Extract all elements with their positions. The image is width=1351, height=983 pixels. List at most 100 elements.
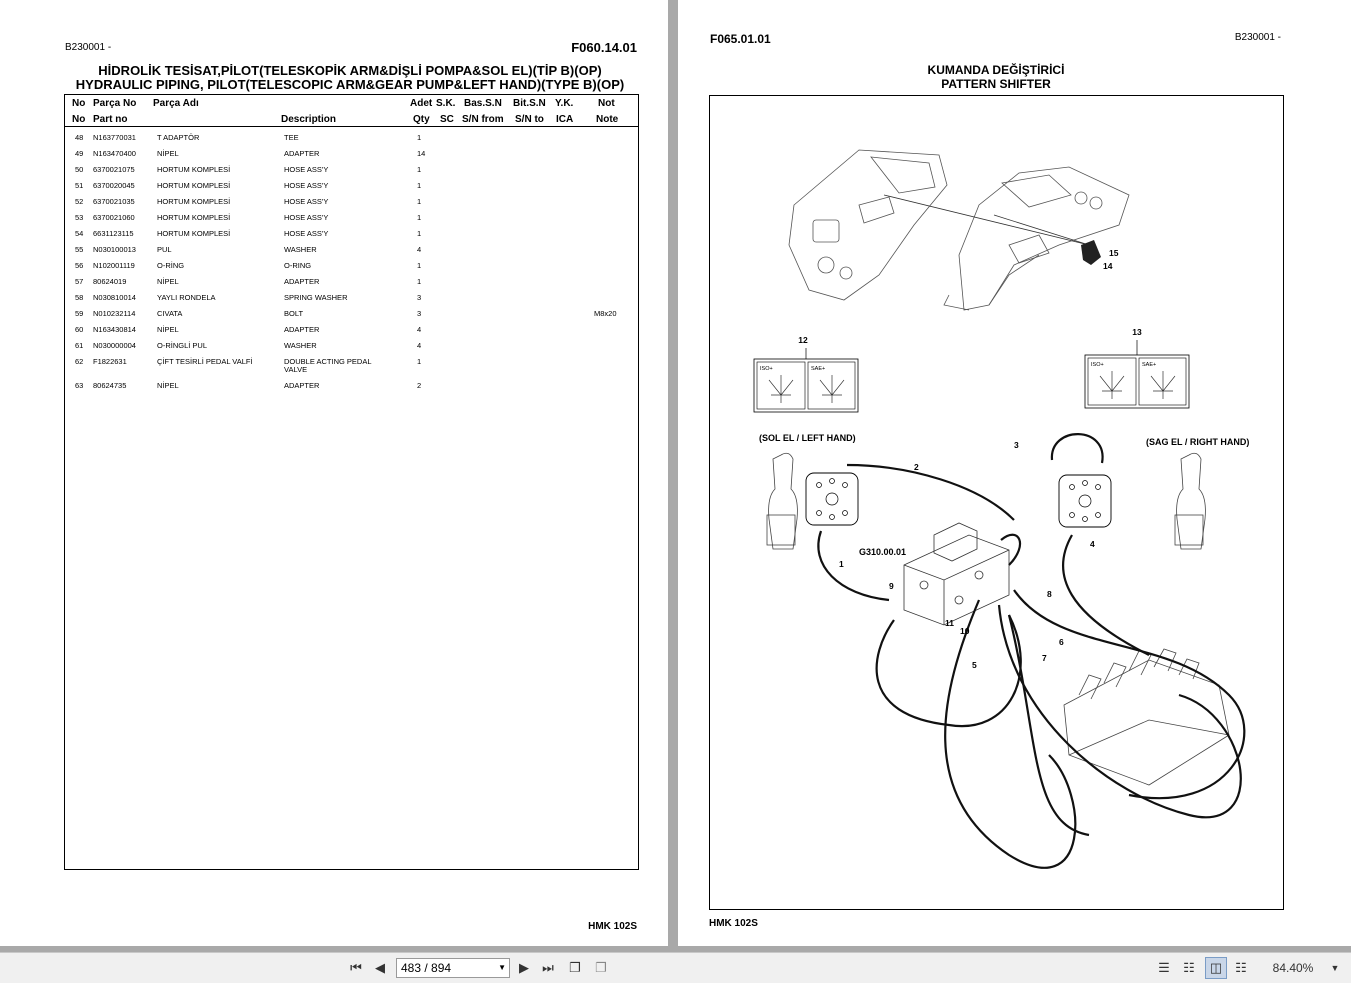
hdr-note-tr: Not [598, 98, 615, 109]
cell-qty: 1 [417, 181, 422, 190]
single-page-icon[interactable]: ☰ [1158, 960, 1170, 975]
zoom-level[interactable]: 84.40% [1272, 961, 1314, 975]
cell-qty: 4 [417, 341, 422, 350]
callout-1: 1 [839, 559, 844, 569]
cell-description: ADAPTER [284, 381, 320, 390]
hdr-ica-tr: Y.K. [555, 98, 574, 109]
cell-part-no: N030100013 [93, 245, 136, 254]
hdr-snfrom-en: S/N from [462, 114, 504, 125]
left-joystick-drawing [766, 452, 798, 550]
cell-part-no: 6370020045 [93, 181, 135, 190]
cell-part-no: N030000004 [93, 341, 136, 350]
prev-page-icon[interactable]: ◀ [375, 960, 385, 975]
cell-part-name: O-RİNGLİ PUL [157, 341, 208, 350]
cell-no: 55 [75, 245, 84, 254]
cell-part-name: HORTUM KOMPLESİ [157, 213, 231, 222]
hdr-part-tr: Parça No [93, 98, 137, 109]
callout-13: 13 [1132, 327, 1142, 337]
previous-view-icon[interactable]: ❐ [569, 960, 581, 975]
cell-part-name: O-RİNG [157, 261, 185, 270]
page-number-input[interactable]: 483 / 894 ▼ [396, 958, 510, 978]
cell-part-no: 6370021075 [93, 165, 135, 174]
cell-description: O-RING [284, 261, 312, 270]
first-page-icon[interactable]: ⏮ [350, 960, 362, 975]
cell-qty: 1 [417, 277, 422, 286]
cell-part-name: HORTUM KOMPLESİ [157, 165, 231, 174]
callout-9: 9 [889, 581, 894, 591]
decal-right: 13 ISO+ SAE+ [1084, 327, 1190, 409]
cell-part-name: ÇİFT TESİRLİ PEDAL VALFİ [157, 357, 253, 366]
cell-qty: 1 [417, 229, 422, 238]
zoom-dropdown-icon[interactable]: ▼ [1330, 963, 1340, 973]
facing-icon[interactable]: ◫ [1205, 957, 1227, 979]
cell-no: 58 [75, 293, 84, 302]
decal-left-sae: SAE+ [811, 366, 825, 372]
cell-description: WASHER [284, 341, 317, 350]
cell-part-name: NİPEL [157, 381, 179, 390]
cell-no: 49 [75, 149, 84, 158]
callout-2: 2 [914, 462, 919, 472]
hdr-ica-en: ICA [556, 114, 574, 125]
hdr-name-tr: Parça Adı [153, 98, 199, 109]
cell-part-no: F1822631 [93, 357, 127, 366]
parts-table-frame [64, 94, 639, 870]
cell-part-name: T ADAPTÖR [157, 133, 200, 142]
cell-no: 52 [75, 197, 84, 206]
cell-part-name: HORTUM KOMPLESİ [157, 181, 231, 190]
cell-no: 51 [75, 181, 84, 190]
cell-qty: 4 [417, 325, 422, 334]
cell-description: HOSE ASS'Y [284, 197, 329, 206]
callout-6: 6 [1059, 637, 1064, 647]
hdr-qty-tr: Adet [410, 98, 433, 109]
cell-qty: 3 [417, 293, 422, 302]
cell-part-name: NİPEL [157, 277, 179, 286]
cell-description: HOSE ASS'Y [284, 229, 329, 238]
cell-description: WASHER [284, 245, 317, 254]
cell-no: 48 [75, 133, 84, 142]
cell-description: HOSE ASS'Y [284, 181, 329, 190]
cell-qty: 1 [417, 213, 422, 222]
cell-description: HOSE ASS'Y [284, 213, 329, 222]
title-tr-right: KUMANDA DEĞİŞTİRİCİ [927, 63, 1065, 77]
cell-part-name: NİPEL [157, 149, 179, 158]
cell-no: 59 [75, 309, 84, 318]
page-dropdown-icon[interactable]: ▼ [498, 963, 506, 972]
continuous-facing-icon[interactable]: ☷ [1235, 960, 1247, 975]
cell-no: 53 [75, 213, 84, 222]
cell-description: BOLT [284, 309, 304, 318]
hdr-no-en: No [72, 114, 86, 125]
next-view-icon[interactable]: ❐ [595, 960, 607, 975]
cell-part-no: 80624735 [93, 381, 127, 390]
next-page-icon[interactable]: ▶ [519, 960, 529, 975]
left-hand-label: (SOL EL / LEFT HAND) [759, 433, 856, 443]
decal-right-sae: SAE+ [1142, 362, 1156, 368]
cell-qty: 2 [417, 381, 422, 390]
footer-model-right: HMK 102S [709, 918, 758, 929]
cell-no: 57 [75, 277, 84, 286]
cell-qty: 1 [417, 197, 422, 206]
footer-model: HMK 102S [588, 921, 637, 932]
cell-qty: 4 [417, 245, 422, 254]
cell-qty: 1 [417, 357, 422, 366]
cell-part-no: 80624019 [93, 277, 127, 286]
title-en-right: PATTERN SHIFTER [941, 77, 1051, 91]
hdr-no-tr: No [72, 98, 86, 109]
hdr-part-en: Part no [93, 114, 128, 125]
pattern-shifter-valve-part [1081, 240, 1101, 265]
continuous-icon[interactable]: ☷ [1183, 960, 1195, 975]
callout-3: 3 [1014, 440, 1019, 450]
doc-code-right: B230001 - [1234, 32, 1281, 43]
hdr-desc-en: Description [281, 114, 337, 125]
ref-label: G310.00.01 [859, 547, 906, 557]
cell-no: 50 [75, 165, 84, 174]
hdr-sc-en: SC [440, 114, 454, 125]
last-page-icon[interactable]: ⏭ [542, 960, 554, 975]
cell-no: 54 [75, 229, 84, 238]
